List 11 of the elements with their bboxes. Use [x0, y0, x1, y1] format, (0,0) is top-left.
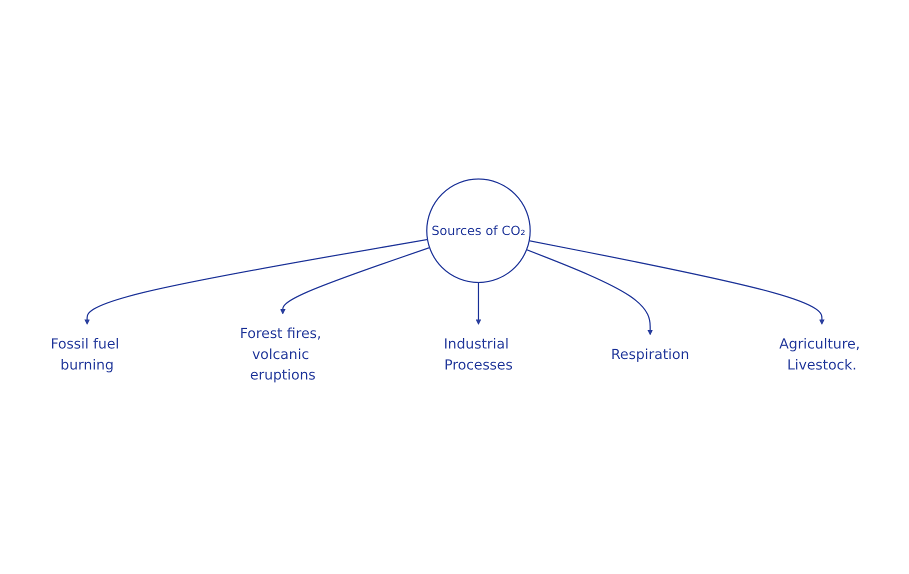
node-text: Industrial Processes [444, 336, 513, 373]
arrow [529, 240, 825, 324]
node-text: Respiration [611, 346, 690, 362]
arrow [526, 248, 653, 335]
node-text: Fossil fuel burning [50, 336, 120, 373]
node-circle: Sources of CO₂ [426, 178, 531, 283]
arrow [280, 246, 430, 314]
arrow [84, 238, 428, 324]
arrow [476, 282, 482, 324]
node-text: Agriculture, Livestock. [779, 336, 860, 373]
node-text: Forest fires, volcanic eruptions [240, 326, 322, 384]
